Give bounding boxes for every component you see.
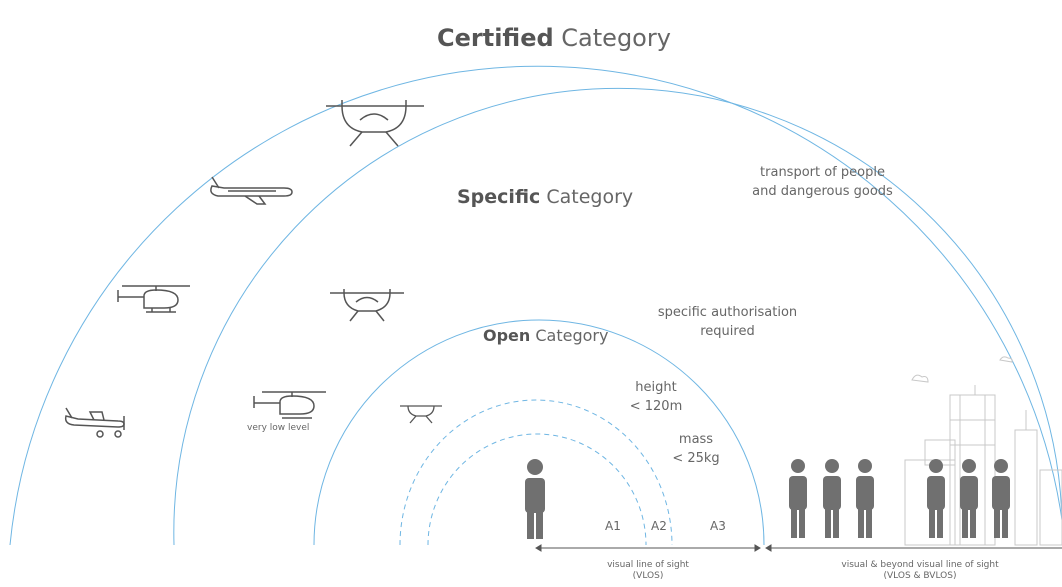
subcategory-a1: A1 [605, 519, 621, 533]
specific-arc [173, 87, 1062, 546]
a1-dashed-arc [427, 433, 647, 546]
mass-note: mass < 25kg [668, 430, 724, 468]
airliner-icon [210, 176, 293, 205]
open-title-bold: Open [483, 326, 531, 345]
mass-line-1: mass [678, 432, 714, 447]
authorisation-note: specific authorisation required [645, 303, 810, 341]
mass-line-2: < 25kg [672, 451, 720, 466]
large-drone-icon [326, 100, 424, 147]
person-4 [927, 459, 945, 538]
certified-arc [9, 65, 1062, 546]
transport-note: transport of people and dangerous goods [740, 163, 905, 201]
helicopter-low-icon [253, 391, 326, 419]
specific-category-title: Specific Category [457, 186, 633, 208]
specific-title-bold: Specific [457, 186, 541, 208]
transport-line-2: and dangerous goods [752, 184, 893, 199]
bvlos-line-1: visual & beyond visual line of sight [841, 560, 999, 570]
open-title-rest: Category [530, 326, 609, 345]
small-drone-icon [400, 405, 442, 424]
people-group [789, 459, 1010, 538]
vlos-label: visual line of sight (VLOS) [578, 560, 718, 582]
bvlos-arrow [765, 544, 1062, 552]
specific-title-rest: Category [540, 186, 634, 208]
certified-category-title: Certified Category [437, 24, 671, 52]
bvlos-label: visual & beyond visual line of sight (VL… [820, 560, 1020, 582]
medium-drone-icon [330, 289, 404, 322]
subcategory-a2: A2 [651, 519, 667, 533]
very-low-level-label: very low level [247, 423, 310, 433]
certified-title-bold: Certified [437, 24, 554, 52]
single-person [525, 459, 545, 539]
city-skyline [904, 356, 1062, 546]
open-arc [313, 319, 765, 546]
transport-line-1: transport of people [760, 165, 885, 180]
person-5 [960, 459, 978, 538]
helicopter-certified-icon [117, 285, 190, 313]
authorisation-line-1: specific authorisation [657, 305, 798, 320]
height-line-1: height [635, 380, 677, 395]
small-plane-icon [64, 407, 125, 438]
certified-title-rest: Category [553, 24, 671, 52]
person-3 [856, 459, 874, 538]
vlos-line-2: (VLOS) [632, 571, 664, 581]
subcategory-a3: A3 [710, 519, 726, 533]
height-line-2: < 120m [629, 399, 683, 414]
vlos-line-1: visual line of sight [607, 560, 689, 570]
height-note: height < 120m [625, 378, 687, 416]
person-2 [823, 459, 841, 538]
open-category-title: Open Category [483, 326, 608, 345]
person-6 [992, 459, 1010, 538]
vlos-arrow [535, 544, 761, 552]
person-1 [789, 459, 807, 538]
bvlos-line-2: (VLOS & BVLOS) [883, 571, 957, 581]
a2-dashed-arc [399, 399, 673, 546]
authorisation-line-2: required [700, 324, 755, 339]
